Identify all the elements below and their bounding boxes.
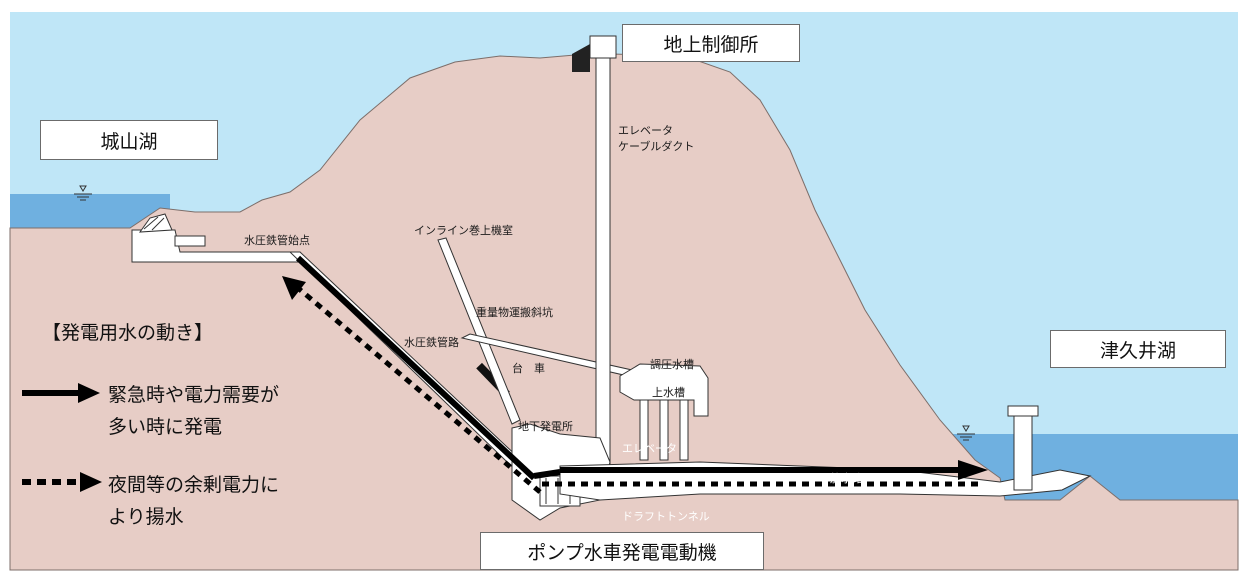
heavy-transport-shaft-label: 重量物運搬斜坑 (476, 306, 553, 319)
legend-dotted-text-1: 夜間等の余剰電力に (108, 474, 280, 496)
right-water-level-marker (957, 425, 975, 441)
left-water-level-marker (74, 185, 92, 201)
control-station-callout: 地上制御所 (622, 24, 800, 62)
elevator-shaft (572, 35, 617, 485)
elevator-label: エレベータ (622, 442, 677, 455)
heavy-transport-shaft (437, 237, 521, 425)
mountain-ground (9, 53, 1239, 571)
surge-tank (619, 363, 709, 461)
pumping-flow-arrows (282, 276, 978, 494)
lower-outlet-tower (1007, 405, 1039, 491)
surge-tank-label: 調圧水槽 (650, 358, 694, 371)
legend-solid-text-1: 緊急時や電力需要が (108, 384, 280, 406)
underground-station-label: 地下発電所 (518, 420, 573, 433)
cart-label: 台 車 (512, 362, 545, 375)
legend-solid-text-2: 多い時に発電 (108, 416, 223, 438)
legend-title: 【発電用水の動き】 (42, 322, 214, 344)
tailrace-label: 放水路 (830, 472, 863, 485)
generation-flow-arrows (295, 255, 988, 481)
machine-callout: ポンプ水車発電電動機 (480, 532, 764, 570)
elevator-duct-label-2: ケーブルダクト (618, 140, 695, 153)
penstock-path-label: 水圧鉄管路 (404, 336, 459, 349)
penstock-start-label: 水圧鉄管始点 (244, 234, 310, 247)
legend-dotted-text-2: より揚水 (108, 506, 184, 528)
legend-solid-arrow (22, 383, 100, 403)
elevator-duct-label-1: エレベータ (618, 124, 673, 137)
right-lake-callout: 津久井湖 (1050, 330, 1226, 368)
upper-tank-label: 上水槽 (652, 386, 685, 399)
legend-dotted-arrow (22, 472, 102, 492)
incline-winch-room-label: インライン巻上機室 (414, 224, 513, 237)
left-lake-callout: 城山湖 (40, 120, 218, 160)
draft-tunnel-label: ドラフトトンネル (622, 510, 710, 523)
upper-intake (131, 213, 301, 263)
